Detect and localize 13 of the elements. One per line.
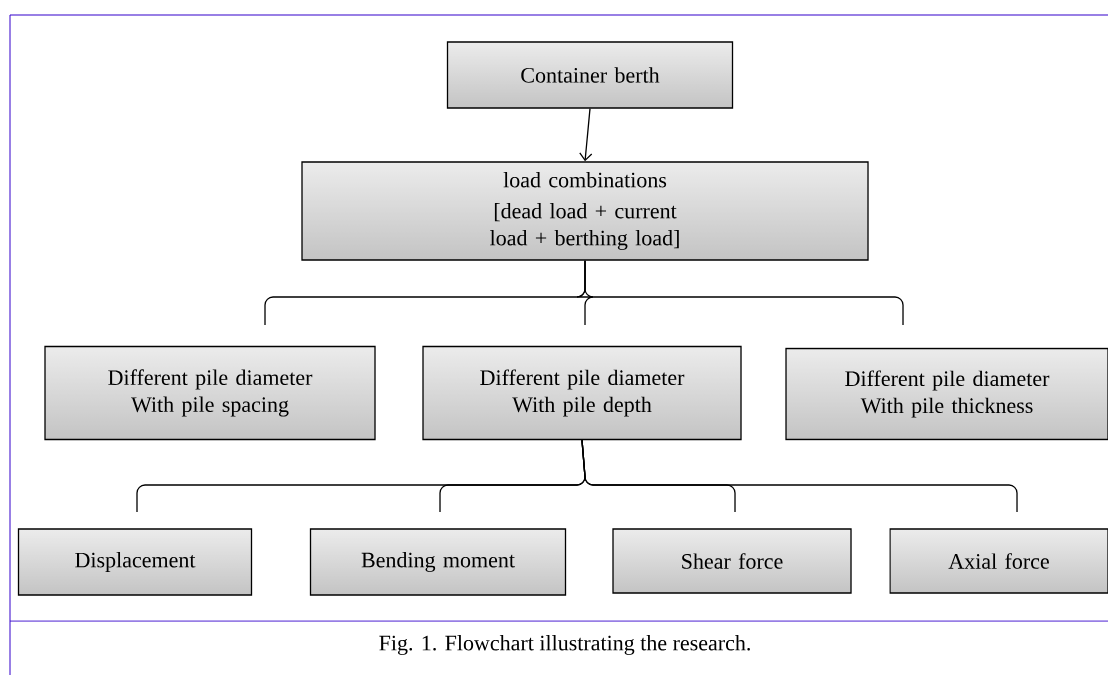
process-box: Shear force	[612, 528, 852, 594]
process-box: Container berth	[446, 41, 734, 109]
connector	[579, 108, 593, 162]
process-box: Axial force	[889, 528, 1108, 594]
process-box: Displacement	[17, 528, 253, 596]
process-box: Different pile diameter With pile spacing	[44, 345, 376, 441]
process-box: load combinations [dead load + current load + berthing load]	[301, 161, 869, 261]
connector	[581, 439, 1018, 513]
connector	[584, 260, 904, 326]
process-box: Bending moment	[309, 528, 567, 596]
process-box: Different pile diameter With pile thickness	[785, 347, 1108, 441]
caption: Fig. 1. Flowchart illustrating the research.	[379, 635, 750, 655]
process-box: Different pile diameter With pile depth	[422, 345, 742, 441]
